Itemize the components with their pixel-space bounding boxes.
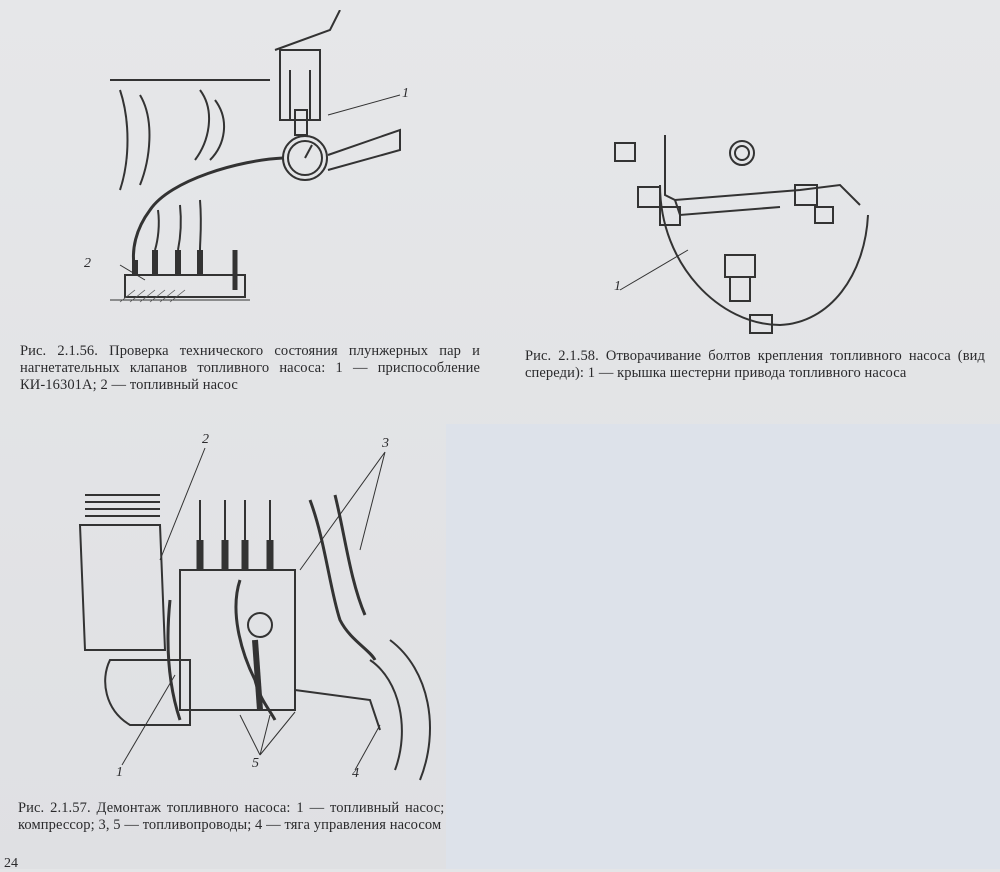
fig-2-1-58-caption: Рис. 2.1.58. Отворачивание болтов крепле… [525,348,985,381]
fig-2-1-57-callout-1: 1 [116,765,123,780]
fig-2-1-56-callout-1: 1 [402,86,409,101]
figure-2-1-57-illustration: 2 3 1 5 4 [70,432,490,785]
fig-2-1-57-callout-5: 5 [252,756,259,771]
fig-2-1-57-callout-4: 4 [352,766,359,781]
figure-2-1-58-illustration: 1 [600,125,900,340]
blank-area [446,424,1000,869]
page-number: 24 [4,856,18,871]
fuel-pump-test-drawing [110,10,401,303]
fig-2-1-57-caption: Рис. 2.1.57. Демонтаж топливного насоса:… [18,800,478,833]
fig-2-1-56-caption: Рис. 2.1.56. Проверка технического состо… [20,343,480,393]
fig-2-1-58-callout-1: 1 [614,279,621,294]
pump-removal-drawing [78,447,431,781]
figure-2-1-56-illustration: 1 2 [84,10,440,310]
fig-2-1-57-callout-2: 2 [202,432,209,447]
fig-2-1-56-callout-2: 2 [84,256,91,271]
fig-2-1-57-callout-3: 3 [382,436,389,451]
pump-front-view-drawing [614,135,869,334]
